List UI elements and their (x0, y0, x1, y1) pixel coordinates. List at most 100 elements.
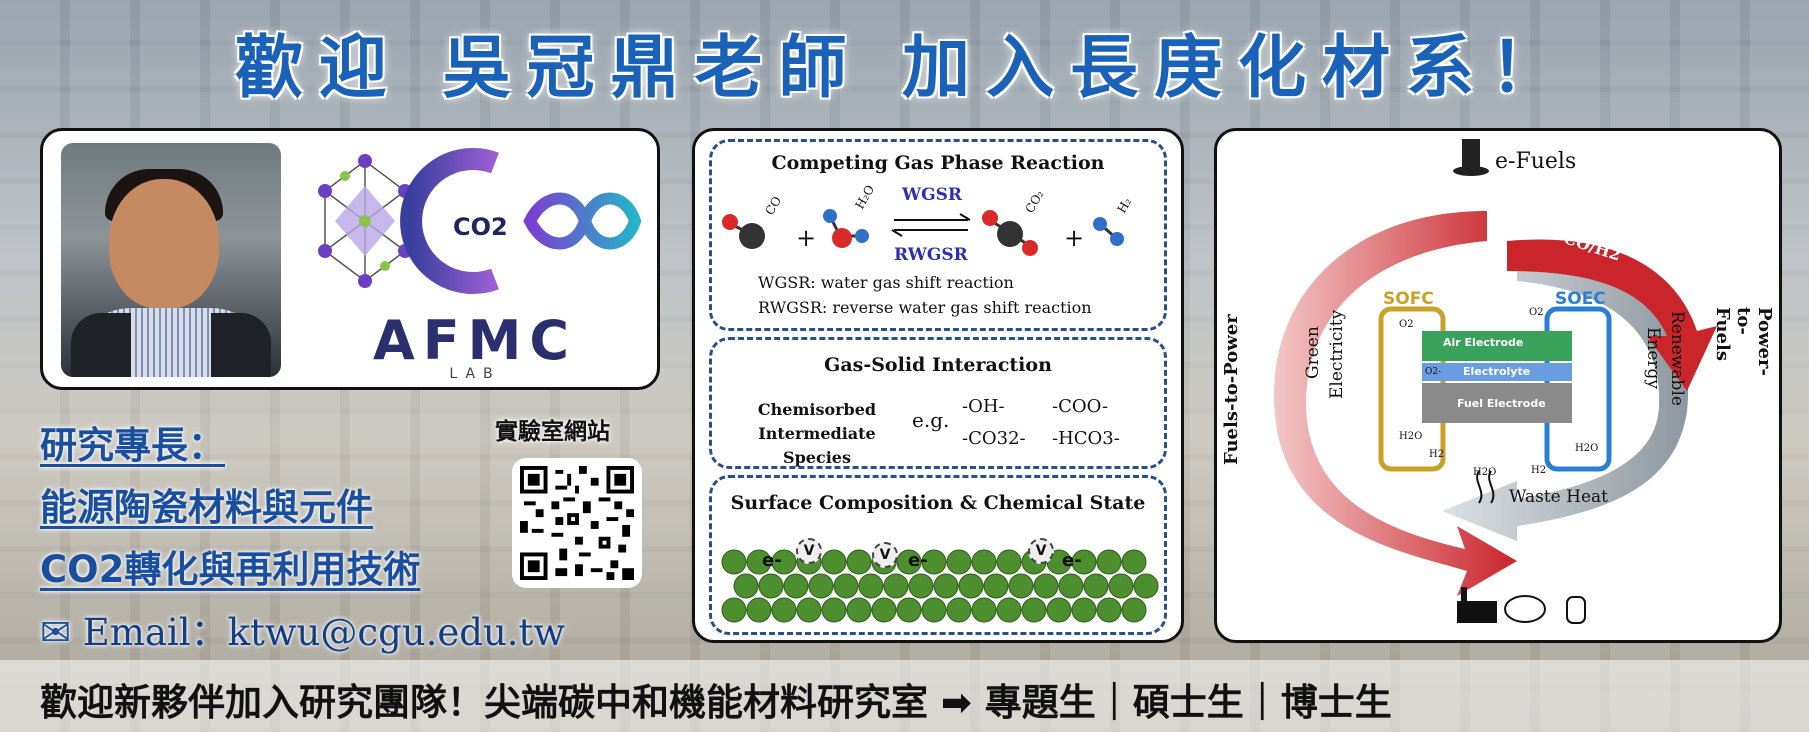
co2-cloud-icon (1504, 595, 1546, 623)
logo-co2: CO2 (453, 213, 508, 241)
lattice-ball (1021, 597, 1047, 623)
lattice-ball (821, 549, 847, 575)
fuels-to-power-label: Fuels-to-Power (1221, 314, 1242, 465)
lattice-ball (946, 597, 972, 623)
recruitment-banner: 歡迎新夥伴加入研究團隊！尖端碳中和機能材料研究室 ➡ 專題生｜碩士生｜博士生 (0, 660, 1809, 732)
rwgsr-definition: RWGSR: reverse water gas shift reaction (758, 298, 1092, 317)
lattice-ball (1071, 549, 1097, 575)
electron-label: e- (1062, 550, 1082, 571)
lattice-ball (1096, 597, 1122, 623)
lattice-ball (1133, 573, 1159, 599)
surface-section: Surface Composition & Chemical State e- … (709, 475, 1167, 635)
lab-website-qr-code[interactable] (512, 458, 642, 588)
wgsr-definition: WGSR: water gas shift reaction (758, 273, 1014, 292)
e-fuels-icon (1453, 139, 1489, 176)
svg-text:H₂O: H₂O (852, 183, 877, 212)
lattice-ball (771, 549, 797, 575)
species-co3: -CO32- (962, 428, 1026, 449)
lattice-ball (858, 573, 884, 599)
renewable-label: Renewable (1667, 311, 1687, 406)
vacancy-label: V (872, 542, 898, 568)
lattice-ball (771, 597, 797, 623)
co-molecule-icon (722, 214, 765, 249)
co-label: CO (762, 194, 784, 218)
svg-text:WGSR: WGSR (901, 185, 963, 205)
expertise-heading: 研究專長： (40, 424, 225, 467)
energy-cycle-diagram (1273, 139, 1717, 624)
vacancy-label: V (1028, 538, 1054, 564)
electron-label: e- (908, 550, 928, 571)
lattice-ball (746, 597, 772, 623)
lattice-ball (721, 597, 747, 623)
lattice-ball (971, 549, 997, 575)
lattice-ball (896, 549, 922, 575)
energy-label: Energy (1643, 327, 1663, 390)
page-title: 歡迎 吳冠鼎老師 加入長庚化材系！ (234, 29, 1575, 108)
h2o-label: H2O (1473, 467, 1497, 478)
lattice-ball (933, 573, 959, 599)
reaction-panel: Competing Gas Phase Reaction CO + H₂O WG… (692, 128, 1184, 643)
species-hco3: -HCO3- (1052, 428, 1120, 449)
recruitment-text: 歡迎新夥伴加入研究團隊！尖端碳中和機能材料研究室 ➡ 專題生｜碩士生｜博士生 (40, 681, 1392, 724)
vacancy-label: V (796, 538, 822, 564)
soec-label: SOEC (1555, 289, 1606, 309)
o2-label: O2 (1529, 307, 1544, 318)
svg-text:RWGSR: RWGSR (894, 245, 969, 265)
syngas-arrow (1507, 239, 1717, 391)
lattice-ball (846, 597, 872, 623)
expertise-item: 能源陶瓷材料與元件 (40, 486, 373, 529)
o2-label: O2 (1399, 319, 1414, 330)
lattice-ball (758, 573, 784, 599)
cycle-panel: e-Fuels Syngas CO/H2 SOFC SOEC Air Elect… (1214, 128, 1782, 643)
air-electrode-layer (1422, 331, 1572, 361)
sofc-label: SOFC (1383, 289, 1434, 309)
svg-text:H₂: H₂ (1114, 195, 1134, 215)
profile-panel: CO2 AFMC LAB (40, 128, 660, 390)
green-label: Green (1303, 326, 1323, 379)
electrolyte-layer (1422, 363, 1572, 381)
lattice-ball (1121, 549, 1147, 575)
fuel-electrode-label: Fuel Electrode (1457, 397, 1546, 410)
lattice-ball (1008, 573, 1034, 599)
power-to-fuels-label: Power-to-Fuels (1712, 307, 1775, 376)
fuel-electrode-layer (1422, 383, 1572, 423)
logo-name: AFMC (372, 309, 578, 372)
species-oh: -OH- (962, 396, 1005, 417)
electron-label: e- (762, 550, 782, 571)
surface-title: Surface Composition & Chemical State (730, 492, 1146, 514)
expertise-list: 研究專長： 能源陶瓷材料與元件 CO2轉化與再利用技術 (40, 415, 420, 601)
lattice-ball (833, 573, 859, 599)
lattice-ball (908, 573, 934, 599)
svg-text:CO₂: CO₂ (1022, 188, 1046, 216)
h2-molecule-icon (1093, 217, 1124, 246)
gas-solid-title: Gas-Solid Interaction (824, 354, 1052, 376)
lattice-ball (1058, 573, 1084, 599)
gas-phase-title: Competing Gas Phase Reaction (771, 152, 1105, 174)
h2o-label: H2O (1399, 431, 1423, 442)
lattice-ball (783, 573, 809, 599)
lattice-ball (983, 573, 1009, 599)
svg-text:+: + (796, 224, 816, 252)
h2o-molecule-icon (823, 209, 869, 248)
lattice-ball (971, 597, 997, 623)
co2-h2o-label: CO2/H2O (1519, 535, 1603, 554)
afmc-lab-logo: CO2 AFMC LAB (305, 141, 645, 382)
lattice-ball (946, 549, 972, 575)
lattice-ball (1033, 573, 1059, 599)
factory-icon (1457, 587, 1497, 623)
lattice-ball (1046, 597, 1072, 623)
lattice-ball (958, 573, 984, 599)
waste-heat-label: Waste Heat (1509, 487, 1609, 507)
h2-label: H2 (1531, 465, 1547, 476)
eg-label: e.g. (912, 408, 950, 432)
email-address[interactable]: ✉ Email：ktwu@cgu.edu.tw (40, 602, 565, 656)
lattice-ball (733, 573, 759, 599)
email-text: Email：ktwu@cgu.edu.tw (82, 611, 566, 654)
lattice-ball (846, 549, 872, 575)
envelope-icon: ✉ (40, 611, 72, 654)
e-fuels-label: e-Fuels (1495, 149, 1577, 174)
lattice-ball (808, 573, 834, 599)
fuels-to-power-arrow (1273, 211, 1517, 596)
